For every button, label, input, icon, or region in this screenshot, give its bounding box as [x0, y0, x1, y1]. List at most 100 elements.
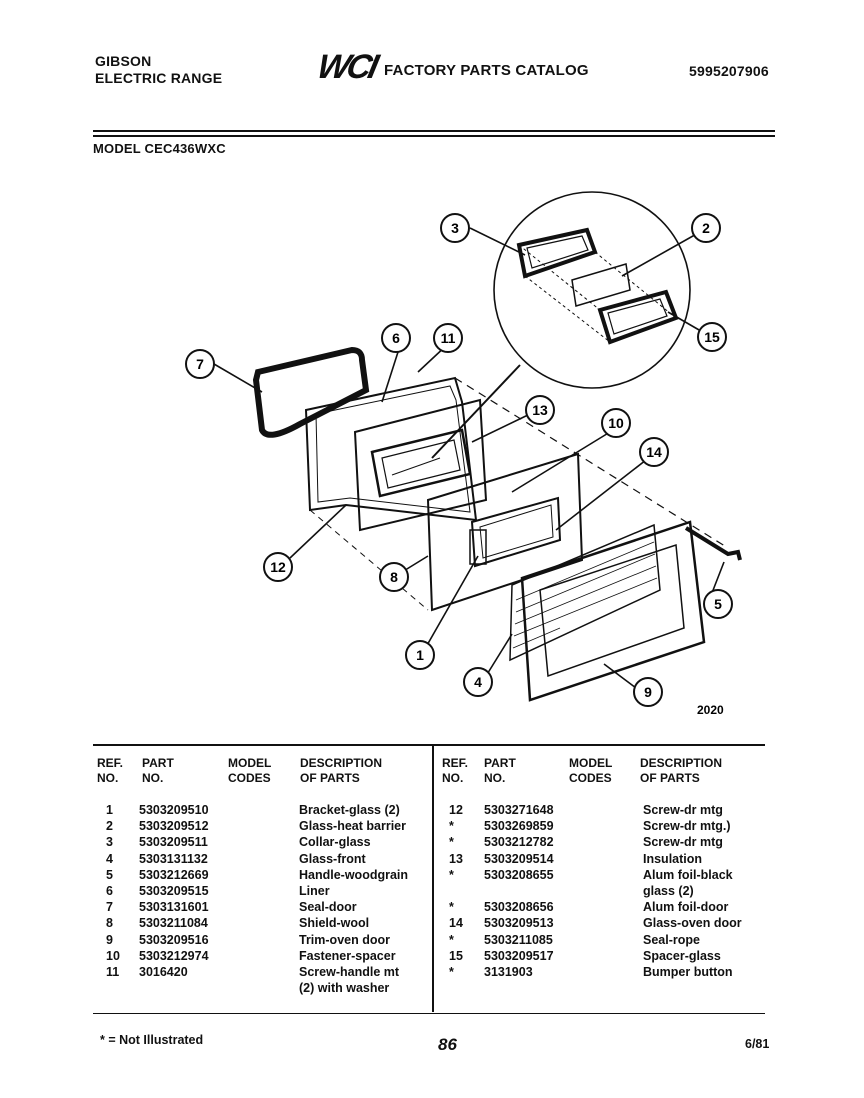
table-row: * 3131903 Bumper button: [441, 964, 771, 980]
ref-number: 5: [106, 867, 113, 882]
svg-text:12: 12: [270, 559, 286, 575]
part-description: Shield-wool: [299, 916, 370, 931]
table-row: 5 5303212669 Handle-woodgrain: [96, 867, 426, 883]
part-description: Trim-oven door: [299, 932, 390, 947]
part-description: Handle-woodgrain: [299, 867, 409, 882]
table-top-rule: [93, 744, 765, 746]
part-description: Seal-rope: [643, 932, 700, 947]
table-row: 8 5303211084 Shield-wool: [96, 915, 426, 931]
part-description: Seal-door: [299, 900, 357, 915]
ref-number: 14: [449, 916, 463, 931]
part-number: 5303212669: [139, 867, 209, 882]
ref-number: *: [449, 819, 454, 834]
page-number: 86: [438, 1035, 457, 1054]
table-row: 4 5303131132 Glass-front: [96, 851, 426, 867]
part-description: Screw-handle mt: [299, 965, 400, 979]
table-row: 9 5303209516 Trim-oven door: [96, 932, 426, 948]
ref-number: 7: [106, 900, 113, 915]
ref-number: 8: [106, 916, 113, 931]
svg-text:14: 14: [646, 444, 662, 460]
svg-text:8: 8: [390, 569, 398, 585]
callout-7: 7: [185, 349, 215, 379]
svg-text:13: 13: [532, 402, 548, 418]
part-number: 5303269859: [484, 819, 554, 834]
table-divider: [432, 746, 434, 1012]
callout-12: 12: [263, 552, 293, 582]
part-description: Glass-front: [299, 851, 366, 866]
header-ref: REF.NO.: [97, 756, 124, 785]
part-description: Bumper button: [643, 965, 733, 979]
callout-9: 9: [633, 677, 663, 707]
ref-number: 2: [106, 819, 113, 834]
brand-name: GIBSON: [95, 53, 152, 69]
ref-number: 15: [449, 948, 463, 963]
header-rule: [93, 130, 775, 132]
catalog-title: FACTORY PARTS CATALOG: [384, 62, 589, 79]
table-row: glass (2): [441, 883, 771, 899]
ref-number: 13: [449, 851, 463, 866]
part-number: 3131903: [484, 965, 533, 979]
part-description: Alum foil-black: [643, 867, 733, 882]
table-row: 10 5303212974 Fastener-spacer: [96, 948, 426, 964]
shield-wool-part: [426, 452, 584, 612]
model-label: MODEL CEC436WXC: [93, 141, 226, 156]
ref-number: 11: [106, 965, 120, 979]
callout-4: 4: [463, 667, 493, 697]
part-description: Bracket-glass (2): [299, 803, 400, 817]
part-number: 5303208655: [484, 867, 554, 882]
ref-number: *: [449, 965, 454, 979]
collar-glass-part: [516, 227, 598, 279]
callout-11: 11: [433, 323, 463, 353]
figure-number: 2020: [697, 703, 724, 717]
svg-text:4: 4: [474, 674, 482, 690]
part-number: 5303209515: [139, 884, 209, 898]
ref-number: *: [449, 867, 454, 882]
part-number: 5303131132: [139, 851, 208, 866]
part-number: 5303271648: [484, 803, 554, 817]
trim-oven-door-part: [520, 520, 706, 702]
ref-number: 1: [106, 803, 113, 817]
part-number: 5303209516: [139, 932, 209, 947]
ref-number: 3: [106, 835, 113, 850]
part-number: 5303212974: [139, 948, 209, 963]
svg-text:5: 5: [714, 596, 722, 612]
part-description: glass (2): [643, 884, 694, 898]
part-description: Liner: [299, 884, 330, 898]
part-number: 5303209513: [484, 916, 554, 931]
catalog-number: 5995207906: [689, 63, 769, 79]
ref-number: 10: [106, 948, 120, 963]
revision-date: 6/81: [745, 1037, 770, 1051]
ref-number: 9: [106, 932, 113, 947]
part-description: (2) with washer: [299, 981, 390, 996]
callout-8: 8: [379, 562, 409, 592]
detail-magnifier: [493, 191, 691, 389]
window-collar-part: [370, 428, 472, 498]
svg-text:3: 3: [451, 220, 459, 236]
part-description: Fastener-spacer: [299, 948, 396, 963]
callout-15: 15: [697, 322, 727, 352]
callout-10: 10: [601, 408, 631, 438]
door-seal-part: [252, 346, 370, 438]
part-number: 5303209517: [484, 948, 554, 963]
part-number: 5303209512: [139, 819, 209, 834]
part-number: 5303211084: [139, 916, 208, 931]
ref-number: 4: [106, 851, 113, 866]
part-number: 5303212782: [484, 835, 554, 850]
part-description: Insulation: [643, 851, 703, 866]
table-bottom-rule: [93, 1013, 765, 1014]
